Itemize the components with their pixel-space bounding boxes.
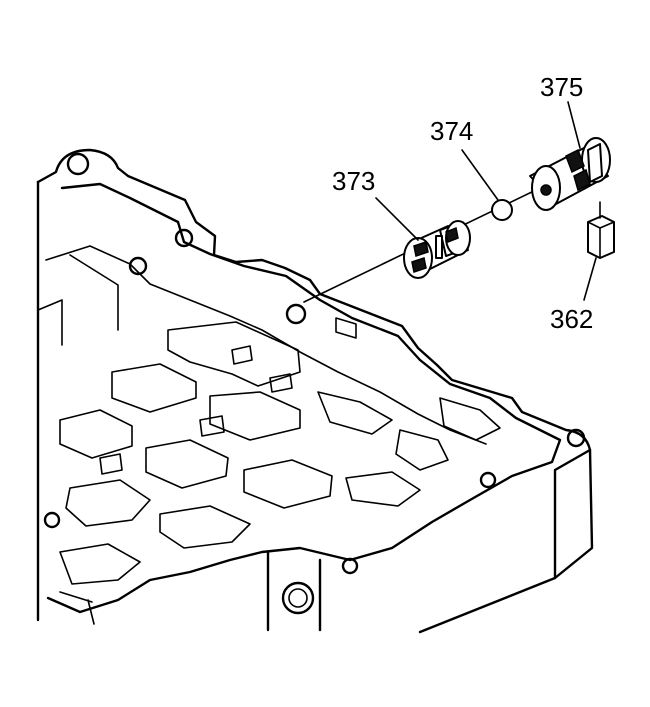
callout-373: 373	[332, 166, 375, 196]
check-ball-374	[491, 199, 513, 221]
oil-passage-channels	[59, 317, 501, 625]
callout-375: 375	[540, 72, 583, 102]
callout-362: 362	[550, 304, 593, 334]
valve-body-casting	[36, 148, 594, 634]
retainer-362	[587, 215, 615, 259]
valve-373	[403, 220, 471, 279]
callout-374: 374	[430, 116, 473, 146]
separator-plate-gasket	[43, 152, 586, 614]
valve-sleeve-375	[529, 137, 611, 211]
leader-lines	[375, 101, 601, 301]
